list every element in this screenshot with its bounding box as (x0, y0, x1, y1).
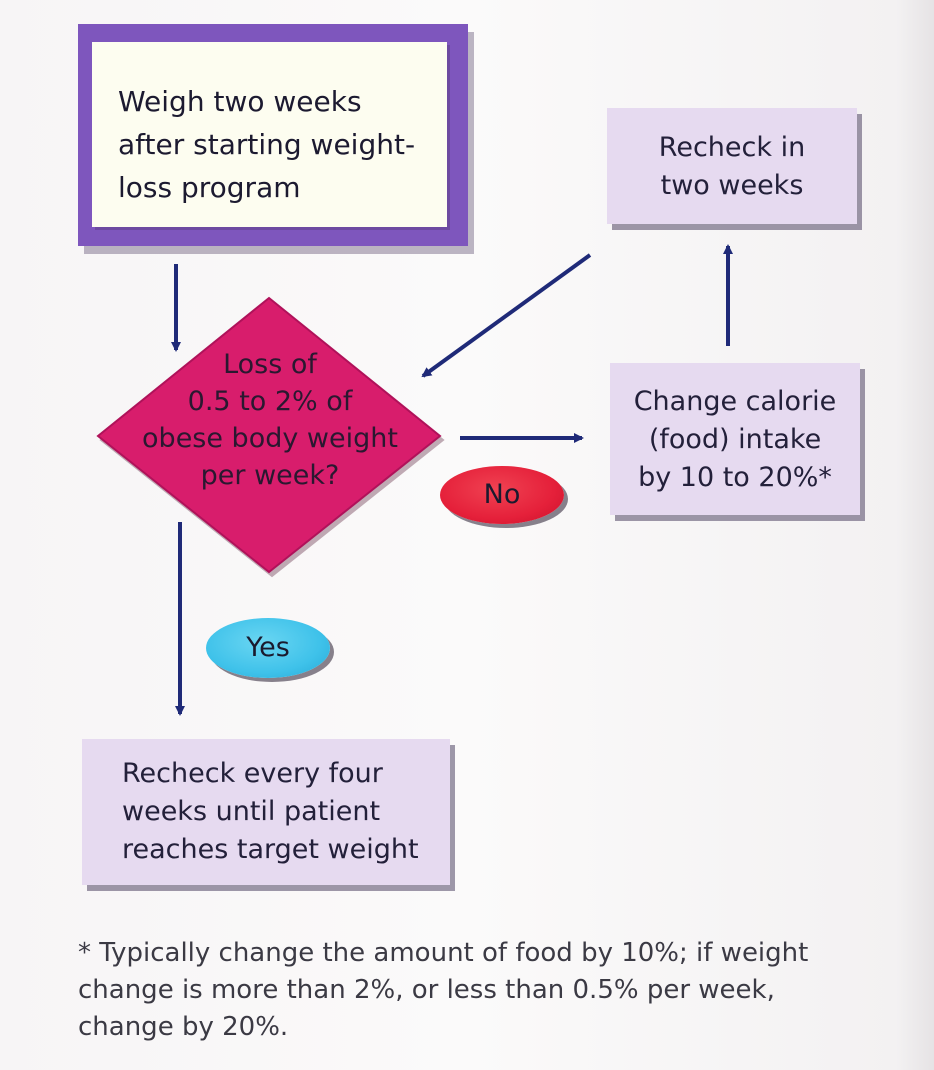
change-intake-line: Change calorie (633, 386, 837, 417)
decision-text: Loss of 0.5 to 2% of obese body weight p… (105, 346, 435, 494)
change-intake-box: Change calorie (food) intake by 10 to 20… (610, 363, 860, 515)
footnote-line: change is more than 2%, or less than 0.5… (78, 975, 775, 1005)
decision-line: Loss of (223, 349, 317, 380)
decision-line: obese body weight (142, 423, 398, 454)
recheck-four-weeks-line: weeks until patient (122, 796, 381, 827)
recheck-four-weeks-line: Recheck every four (122, 758, 383, 789)
footnote-line: * Typically change the amount of food by… (78, 938, 809, 968)
change-intake-line: (food) intake (648, 424, 822, 455)
decision-diamond (96, 296, 442, 574)
decision-line: per week? (200, 460, 340, 491)
start-line: loss program (118, 171, 301, 204)
recheck-two-weeks-line: two weeks (660, 170, 804, 201)
arrow-recheck-to-decision (421, 253, 592, 378)
recheck-two-weeks-box: Recheck in two weeks (607, 108, 857, 224)
recheck-four-weeks-line: reaches target weight (122, 834, 419, 865)
start-line: after starting weight- (118, 128, 416, 161)
footnote: * Typically change the amount of food by… (78, 935, 858, 1046)
footnote-line: change by 20%. (78, 1012, 289, 1042)
change-intake-line: by 10 to 20%* (638, 462, 832, 493)
no-label: No (440, 466, 564, 524)
yes-label: Yes (206, 618, 330, 678)
recheck-four-weeks-box: Recheck every four weeks until patient r… (82, 739, 450, 885)
start-line: Weigh two weeks (118, 85, 362, 118)
decision-line: 0.5 to 2% of (187, 386, 353, 417)
recheck-two-weeks-line: Recheck in (658, 132, 806, 163)
start-box: Weigh two weeks after starting weight- l… (92, 42, 447, 227)
